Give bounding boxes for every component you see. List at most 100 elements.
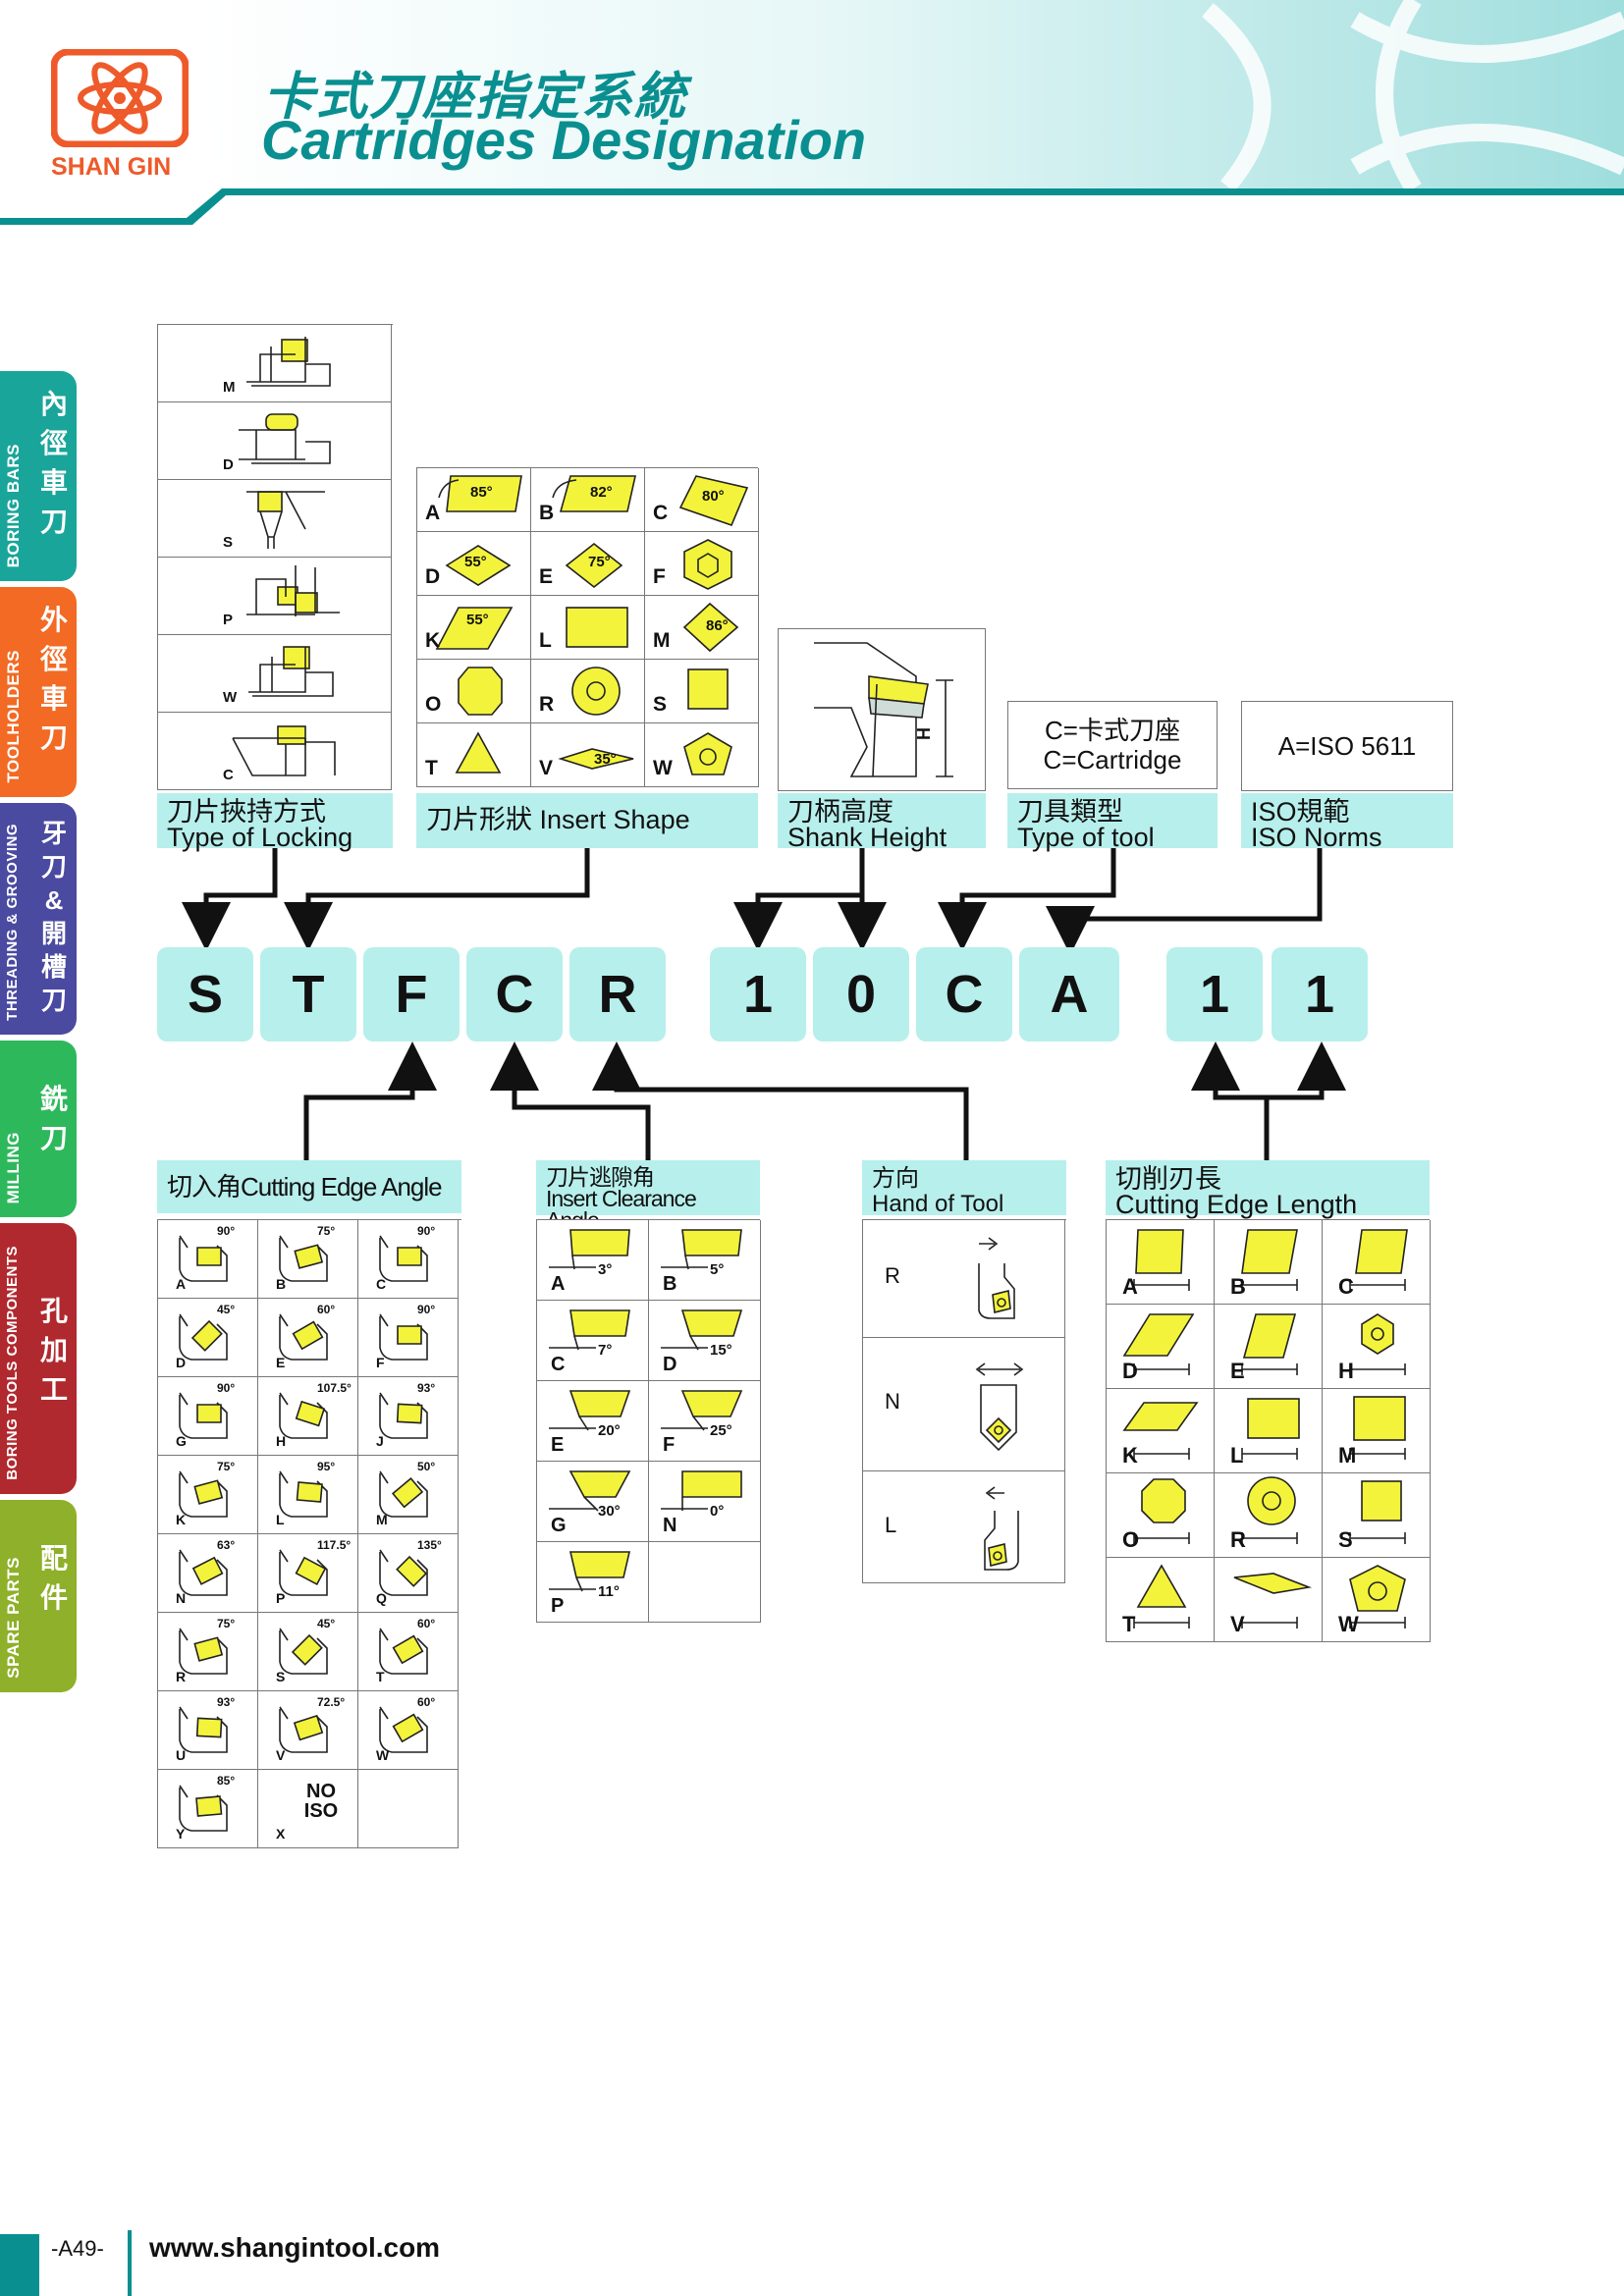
shape-l: L	[531, 596, 645, 660]
cutting-angle-cell: 90°G	[158, 1377, 258, 1456]
edge-length-cell: C	[1323, 1220, 1431, 1305]
code-letter-9: A	[1019, 947, 1119, 1041]
clearance-cell: 15°D	[649, 1301, 761, 1381]
clearance-cell: 11°P	[537, 1542, 649, 1623]
code-letter-3: F	[363, 947, 460, 1041]
side-tab-label-cn: 銑刀	[39, 1084, 68, 1153]
shape-e: 75°E	[531, 532, 645, 596]
side-tab-spare-parts[interactable]: SPARE PARTS 配件	[0, 1500, 77, 1692]
clearance-cell: 3°A	[537, 1220, 649, 1301]
footer-bar	[0, 2234, 39, 2296]
clearance-cell: 30°G	[537, 1462, 649, 1542]
side-tab-label-cn: 配件	[39, 1543, 68, 1613]
shape-b: 82°B	[531, 468, 645, 532]
code-letter-4: C	[466, 947, 563, 1041]
cutting-angle-cell: 90°C	[358, 1220, 459, 1299]
shape-d: 55°D	[417, 532, 531, 596]
atom-logo-icon	[51, 49, 189, 147]
locking-cell: D	[158, 402, 392, 480]
side-tab-label-cn: 牙刀&開槽刀	[40, 819, 67, 1015]
header-band	[0, 0, 1624, 225]
cutting-angle-cell: 45°D	[158, 1299, 258, 1377]
caption-hand-of-tool: 方向 Hand of Tool	[862, 1160, 1066, 1217]
code-letter-5: R	[569, 947, 666, 1041]
clearance-cell: 25°F	[649, 1381, 761, 1462]
page-number: -A49-	[51, 2236, 104, 2261]
connector-lines	[182, 848, 1346, 1160]
side-tab-boring-bars[interactable]: BORING BARS 內徑車刀	[0, 371, 77, 581]
cutting-angle-cell: 50°M	[358, 1456, 459, 1534]
shape-o: O	[417, 660, 531, 723]
footer-divider	[128, 2230, 132, 2296]
edge-length-cell: B	[1215, 1220, 1323, 1305]
cutting-angle-cell: 60°T	[358, 1613, 459, 1691]
cutting-angle-cell	[358, 1770, 459, 1848]
footer-website[interactable]: www.shangintool.com	[149, 2232, 441, 2263]
edge-length-cell: S	[1323, 1473, 1431, 1558]
shape-a: 85°A	[417, 468, 531, 532]
code-letter-10: 1	[1166, 947, 1263, 1041]
shape-r: R	[531, 660, 645, 723]
shape-c: 80°C	[645, 468, 759, 532]
edge-length-cell: O	[1107, 1473, 1215, 1558]
hand-right: R	[863, 1220, 1065, 1338]
cutting-angle-cell: 60°E	[258, 1299, 358, 1377]
edge-length-cell: R	[1215, 1473, 1323, 1558]
caption-type-of-locking: 刀片挾持方式 Type of Locking	[157, 793, 393, 851]
locking-cell: S	[158, 480, 392, 558]
iso-norm-box: A=ISO 5611	[1241, 701, 1453, 791]
page-title-cn: 卡式刀座指定系統	[263, 69, 688, 126]
side-tab-toolholders[interactable]: TOOLHOLDERS 外徑車刀	[0, 587, 77, 797]
cutting-angle-cell: 90°A	[158, 1220, 258, 1299]
cutting-angle-cell: 117.5°P	[258, 1534, 358, 1613]
caption-insert-clearance-angle: 刀片逃隙角 Insert Clearance Angle	[536, 1160, 760, 1232]
side-tab-threading-grooving[interactable]: THREADING & GROOVING 牙刀&開槽刀	[0, 803, 77, 1035]
edge-length-cell: D	[1107, 1305, 1215, 1389]
caption-cutting-edge-angle: 切入角Cutting Edge Angle	[157, 1160, 461, 1213]
shape-m: 86°M	[645, 596, 759, 660]
shape-k: 55°K	[417, 596, 531, 660]
edge-length-cell: W	[1323, 1558, 1431, 1642]
shape-v: 35°V	[531, 723, 645, 787]
clearance-cell: 0°N	[649, 1462, 761, 1542]
cutting-angle-cell: 75°R	[158, 1613, 258, 1691]
shape-w: W	[645, 723, 759, 787]
code-letter-2: T	[260, 947, 356, 1041]
insert-shape-grid: 85°A 82°B 80°C 55°D 75°E F 55°K L 86°M O…	[416, 467, 759, 787]
side-tab-label-en: BORING TOOLS COMPONENTS	[4, 1246, 21, 1480]
side-tab-label-cn: 外徑車刀	[39, 605, 68, 753]
code-letter-8: C	[916, 947, 1012, 1041]
shape-s: S	[645, 660, 759, 723]
cutting-angle-cell: 135°Q	[358, 1534, 459, 1613]
edge-length-cell: K	[1107, 1389, 1215, 1473]
code-letter-11: 1	[1272, 947, 1368, 1041]
edge-length-cell: V	[1215, 1558, 1323, 1642]
brand-name: SHAN GIN	[51, 153, 172, 181]
locking-cell: C	[158, 713, 392, 790]
code-letter-1: S	[157, 947, 253, 1041]
side-tab-boring-tools-components[interactable]: BORING TOOLS COMPONENTS 孔加工	[0, 1223, 77, 1494]
side-tab-milling[interactable]: MILLING 銑刀	[0, 1041, 77, 1217]
clearance-cell: 5°B	[649, 1220, 761, 1301]
edge-length-cell: H	[1323, 1305, 1431, 1389]
cutting-angle-cell: 107.5°H	[258, 1377, 358, 1456]
locking-cell: M	[158, 325, 392, 402]
clearance-cell	[649, 1542, 761, 1623]
cutting-angle-cell: 95°L	[258, 1456, 358, 1534]
cutting-angle-cell: 60°W	[358, 1691, 459, 1770]
hand-left: L	[863, 1471, 1065, 1583]
hand-of-tool-grid: R N L	[862, 1219, 1066, 1583]
caption-iso-norms: ISO規範 ISO Norms	[1241, 793, 1453, 851]
clearance-cell: 7°C	[537, 1301, 649, 1381]
cutting-angle-cell: 45°S	[258, 1613, 358, 1691]
cutting-angle-cell: 75°K	[158, 1456, 258, 1534]
code-letter-7: 0	[813, 947, 909, 1041]
edge-length-cell: L	[1215, 1389, 1323, 1473]
cutting-angle-cell: 75°B	[258, 1220, 358, 1299]
page-title-en: Cartridges Designation	[261, 109, 867, 171]
edge-length-cell: E	[1215, 1305, 1323, 1389]
